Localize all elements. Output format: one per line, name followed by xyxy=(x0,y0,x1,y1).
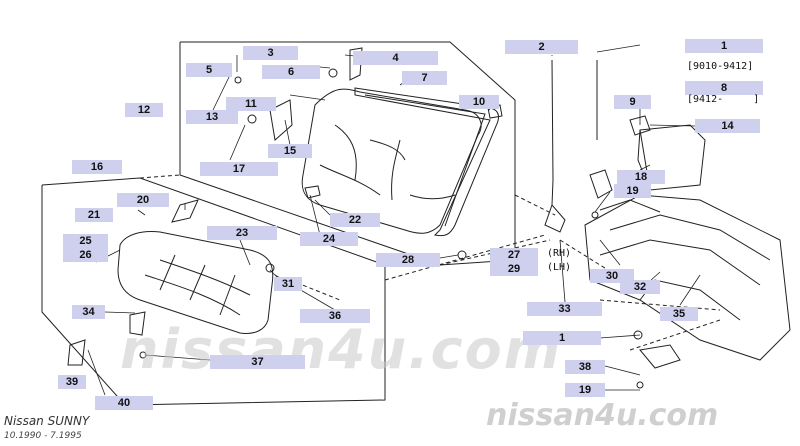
callout-19-lower[interactable]: 19 xyxy=(565,383,605,397)
callout-8[interactable]: 8 xyxy=(685,81,763,95)
callout-19-upper[interactable]: 19 xyxy=(614,184,651,198)
callout-32[interactable]: 32 xyxy=(620,280,660,294)
callout-25[interactable]: 25 xyxy=(63,234,108,248)
callout-7[interactable]: 7 xyxy=(402,71,447,85)
vehicle-brand: Nissan SUNNY xyxy=(4,414,90,428)
note-part-1-range: [9010-9412] xyxy=(687,61,754,72)
seatback-frame xyxy=(354,87,499,237)
callout-24[interactable]: 24 xyxy=(300,232,358,246)
callout-20[interactable]: 20 xyxy=(117,193,169,207)
watermark-center: nissan4u.com xyxy=(120,318,563,381)
callout-28[interactable]: 28 xyxy=(376,253,440,267)
callout-26[interactable]: 26 xyxy=(63,248,108,262)
callout-29[interactable]: 29 xyxy=(490,262,538,276)
callout-16[interactable]: 16 xyxy=(72,160,122,174)
callout-35[interactable]: 35 xyxy=(660,307,698,321)
callout-22[interactable]: 22 xyxy=(330,213,380,227)
bracket-sketch xyxy=(349,47,363,81)
floor-panel xyxy=(584,194,791,361)
callout-27[interactable]: 27 xyxy=(490,248,538,262)
seat-belt-line xyxy=(551,59,554,206)
callout-40[interactable]: 40 xyxy=(95,396,153,410)
callout-10[interactable]: 10 xyxy=(459,95,499,109)
callout-4[interactable]: 4 xyxy=(353,51,438,65)
callout-36[interactable]: 36 xyxy=(300,309,370,323)
callout-6[interactable]: 6 xyxy=(262,65,320,79)
callout-1-upper[interactable]: 1 xyxy=(685,39,763,53)
callout-3[interactable]: 3 xyxy=(243,46,298,60)
callout-33[interactable]: 33 xyxy=(527,302,602,316)
callout-1-lower[interactable]: 1 xyxy=(523,331,601,345)
callout-14[interactable]: 14 xyxy=(695,119,760,133)
seat-cushion-outline xyxy=(117,231,274,334)
callout-37[interactable]: 37 xyxy=(210,355,305,369)
callout-30[interactable]: 30 xyxy=(590,269,634,283)
lh-label: (LH) xyxy=(547,262,572,273)
callout-21[interactable]: 21 xyxy=(75,208,113,222)
callout-31[interactable]: 31 xyxy=(274,277,302,291)
callout-23[interactable]: 23 xyxy=(207,226,277,240)
callout-12[interactable]: 12 xyxy=(125,103,163,117)
seatback-outline xyxy=(301,88,482,234)
callout-5[interactable]: 5 xyxy=(186,63,232,77)
note-part-8-range: [9412- ] xyxy=(687,94,760,105)
callout-13[interactable]: 13 xyxy=(186,110,238,124)
callout-17[interactable]: 17 xyxy=(200,162,278,176)
callout-39[interactable]: 39 xyxy=(58,375,86,389)
rear-shelf xyxy=(637,124,706,191)
callout-34[interactable]: 34 xyxy=(72,305,105,319)
production-years: 10.1990 - 7.1995 xyxy=(4,431,82,441)
callout-2[interactable]: 2 xyxy=(505,40,578,54)
callout-18[interactable]: 18 xyxy=(617,170,665,184)
callout-38[interactable]: 38 xyxy=(565,360,605,374)
rh-label: (RH) xyxy=(547,248,572,259)
callout-11[interactable]: 11 xyxy=(226,97,276,111)
callout-15[interactable]: 15 xyxy=(268,144,312,158)
watermark-corner: nissan4u.com xyxy=(486,398,719,433)
callout-9[interactable]: 9 xyxy=(614,95,651,109)
